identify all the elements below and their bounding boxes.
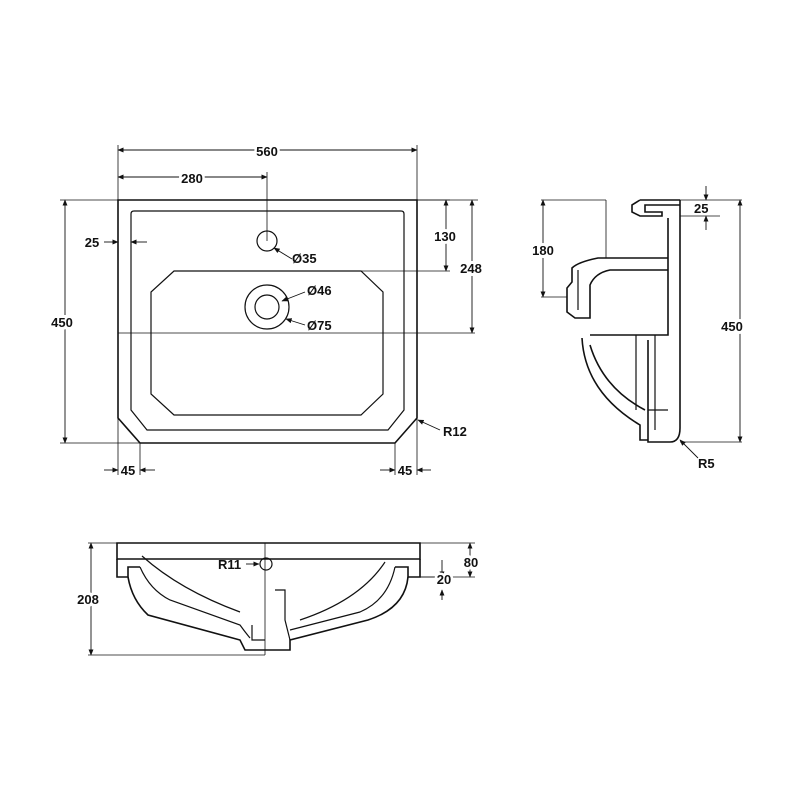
dim-tap-offset-label: 130 (434, 229, 456, 244)
front-bowl-outer-right (265, 576, 409, 651)
dim-depth-label: 450 (51, 315, 73, 330)
side-back-wall (647, 200, 681, 443)
plan-bowl-outline (150, 270, 384, 416)
corner-radius-label: R12 (443, 424, 467, 439)
overflow-radius-label: R11 (218, 557, 241, 572)
waste-outer-label: Ø75 (307, 318, 332, 333)
dim-bowl-offset-label: 248 (460, 261, 482, 276)
side-view: 180 25 450 R5 (529, 186, 746, 471)
side-bowl-curve (581, 337, 648, 441)
dim-rim-height-label: 80 (464, 555, 478, 570)
waste-outer-icon (244, 284, 290, 330)
plan-view: 560 280 450 25 130 248 Ø35 Ø46 Ø75 R12 4… (48, 142, 485, 479)
side-rim-profile (631, 199, 680, 217)
chamfer-left-label: 45 (121, 463, 135, 478)
tap-hole-label: Ø35 (292, 251, 317, 266)
dim-lip-label: 20 (437, 572, 451, 587)
dim-overflow-label: 180 (532, 243, 554, 258)
dim-half-width-label: 280 (181, 171, 203, 186)
dim-width-label: 560 (256, 144, 278, 159)
overflow-hole-icon (259, 557, 273, 571)
side-radius-label: R5 (698, 456, 715, 471)
dim-front-height-label: 208 (77, 592, 99, 607)
waste-label: Ø46 (307, 283, 332, 298)
plan-outer-outline (117, 199, 418, 444)
plan-inner-rim (130, 210, 405, 431)
dim-rim-label: 25 (85, 235, 99, 250)
dim-side-depth-label: 450 (721, 319, 743, 334)
front-bowl-outer-left (127, 576, 265, 651)
waste-inner-icon (254, 294, 280, 320)
front-rim (116, 542, 421, 560)
side-rim-label: 25 (694, 201, 708, 216)
front-view: 208 80 20 R11 (74, 542, 481, 656)
chamfer-right-label: 45 (398, 463, 412, 478)
